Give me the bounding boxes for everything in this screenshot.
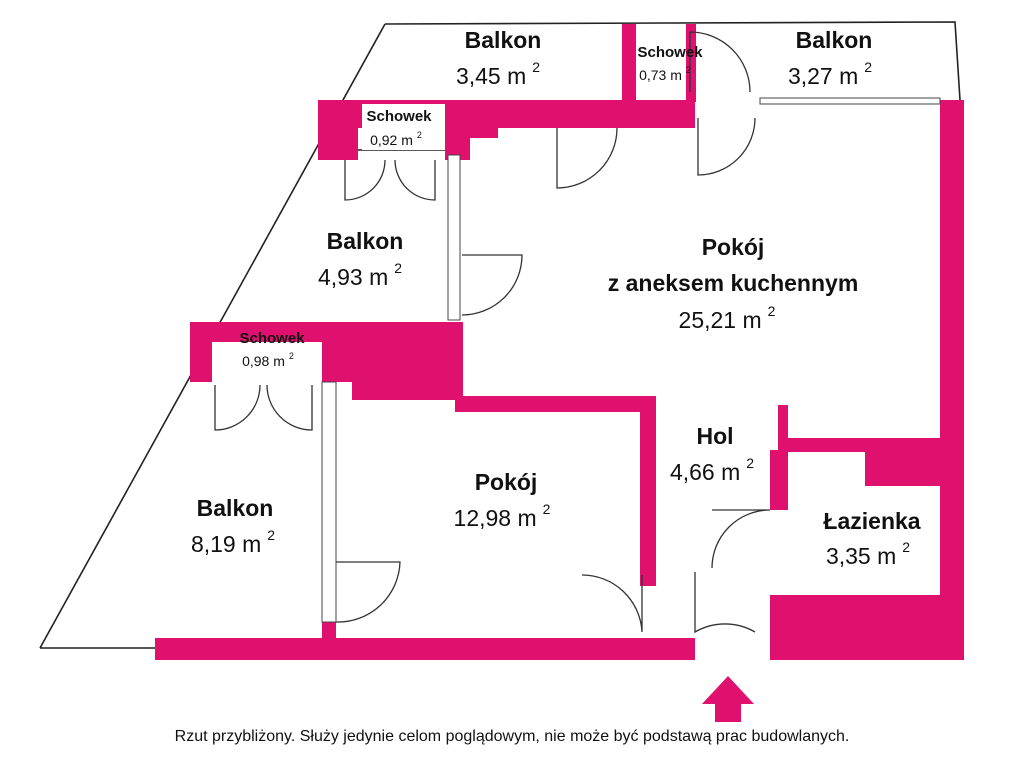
svg-text:Balkon: Balkon <box>197 495 274 521</box>
svg-text:Balkon: Balkon <box>327 228 404 254</box>
svg-text:Hol: Hol <box>696 423 733 449</box>
svg-text:Schowek: Schowek <box>366 108 432 125</box>
svg-text:0,73 m2: 0,73 m2 <box>639 65 691 83</box>
svg-text:Schowek: Schowek <box>239 330 305 347</box>
svg-text:3,45 m2: 3,45 m2 <box>456 59 540 89</box>
svg-text:12,98 m2: 12,98 m2 <box>454 501 551 531</box>
svg-text:Pokój: Pokój <box>702 234 765 260</box>
svg-text:0,98 m2: 0,98 m2 <box>242 351 294 369</box>
svg-text:3,27 m2: 3,27 m2 <box>788 59 872 89</box>
svg-text:Balkon: Balkon <box>796 27 873 53</box>
svg-text:4,66 m2: 4,66 m2 <box>670 455 754 485</box>
svg-text:4,93 m2: 4,93 m2 <box>318 260 402 290</box>
svg-text:Łazienka: Łazienka <box>823 508 920 534</box>
svg-text:Pokój: Pokój <box>475 469 538 495</box>
svg-text:25,21 m2: 25,21 m2 <box>679 303 776 333</box>
windows <box>321 97 941 623</box>
disclaimer-text: Rzut przybliżony. Służy jedynie celom po… <box>174 728 850 745</box>
doors <box>214 31 771 634</box>
svg-text:8,19 m2: 8,19 m2 <box>191 527 275 557</box>
arrow-up-icon <box>702 676 754 722</box>
svg-text:Schowek: Schowek <box>637 44 703 61</box>
svg-text:Balkon: Balkon <box>465 27 542 53</box>
walls <box>155 24 964 660</box>
svg-text:3,35 m2: 3,35 m2 <box>826 539 910 569</box>
svg-text:0,92 m2: 0,92 m2 <box>370 130 422 148</box>
svg-text:z aneksem kuchennym: z aneksem kuchennym <box>608 270 859 296</box>
